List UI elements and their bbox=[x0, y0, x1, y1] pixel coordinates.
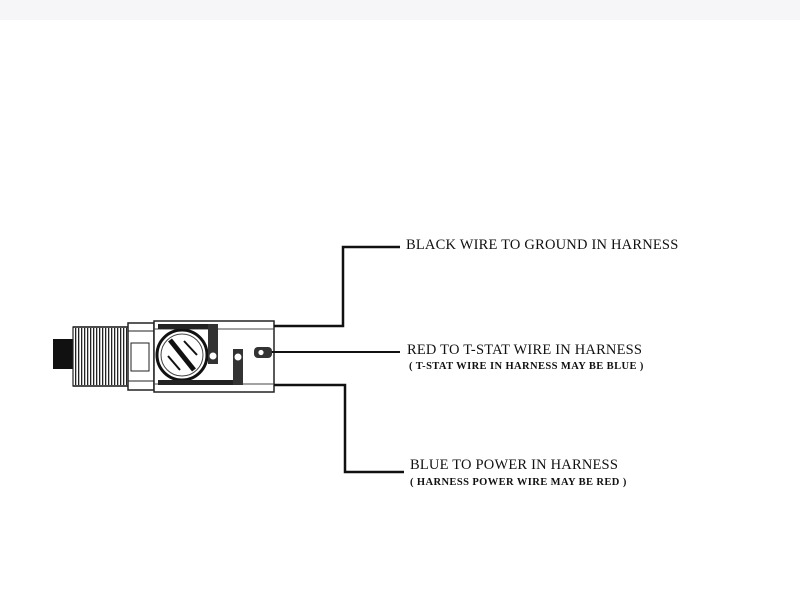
threaded-body bbox=[72, 326, 129, 387]
red-wire-note: ( T-STAT WIRE IN HARNESS MAY BE BLUE ) bbox=[409, 361, 644, 372]
power-terminal bbox=[158, 349, 243, 385]
blue-wire-leader bbox=[274, 383, 404, 474]
black-wire-label: BLACK WIRE TO GROUND IN HARNESS bbox=[406, 237, 679, 253]
blue-wire-note: ( HARNESS POWER WIRE MAY BE RED ) bbox=[410, 477, 627, 488]
adjustment-dial bbox=[155, 328, 209, 382]
mounting-flange bbox=[127, 322, 155, 391]
tstat-terminal bbox=[254, 347, 272, 358]
switch-component bbox=[53, 320, 275, 393]
ground-terminal bbox=[158, 324, 218, 364]
blue-wire-label: BLUE TO POWER IN HARNESS bbox=[410, 457, 619, 473]
scan-edge-band bbox=[0, 0, 800, 20]
black-wire-leader bbox=[274, 245, 400, 328]
red-wire-label: RED TO T-STAT WIRE IN HARNESS bbox=[407, 342, 643, 358]
connector-nut bbox=[53, 339, 73, 369]
